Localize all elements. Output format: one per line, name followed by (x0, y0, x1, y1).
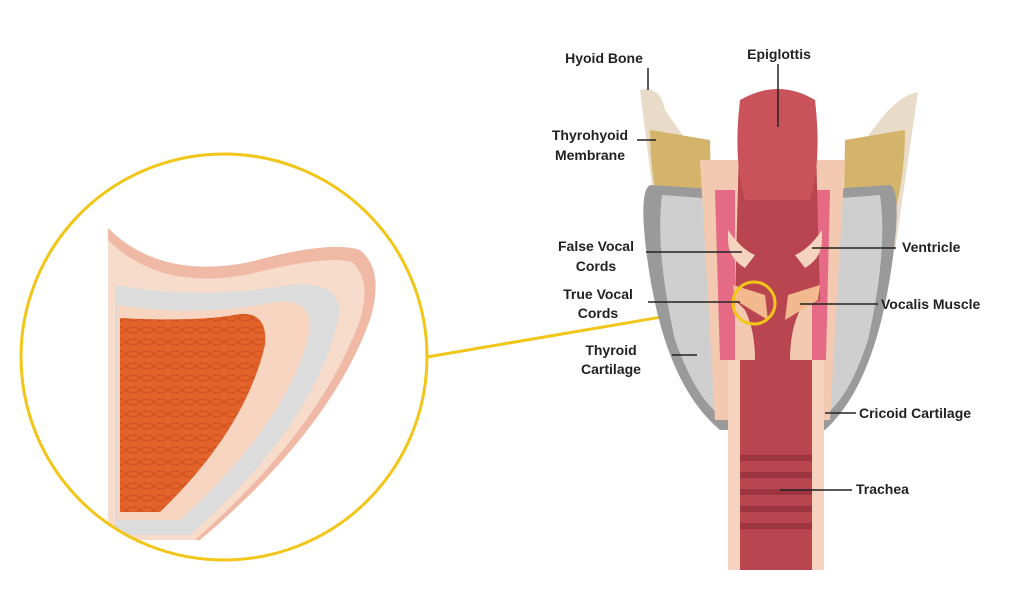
label-true-vocal-line1: True Vocal (563, 286, 633, 302)
label-false-vocal-line2: Cords (576, 258, 617, 274)
label-thyroid-line1: Thyroid (585, 342, 636, 358)
label-thyrohyoid-line2: Membrane (555, 147, 625, 163)
zoom-inset (21, 154, 427, 560)
label-ventricle: Ventricle (902, 239, 961, 255)
label-thyrohyoid-line1: Thyrohyoid (552, 127, 628, 143)
larynx-illustration (640, 89, 918, 570)
label-trachea: Trachea (856, 481, 909, 497)
highlight-circle (731, 280, 777, 326)
label-cricoid-cartilage: Cricoid Cartilage (859, 405, 971, 421)
leader-lines (637, 64, 896, 491)
label-false-vocal-line1: False Vocal (558, 238, 634, 254)
label-hyoid-bone: Hyoid Bone (565, 50, 643, 66)
label-thyroid-line2: Cartilage (581, 361, 641, 377)
label-vocalis-muscle: Vocalis Muscle (881, 296, 981, 312)
label-epiglottis: Epiglottis (747, 46, 811, 62)
label-true-vocal-line2: Cords (578, 305, 619, 321)
